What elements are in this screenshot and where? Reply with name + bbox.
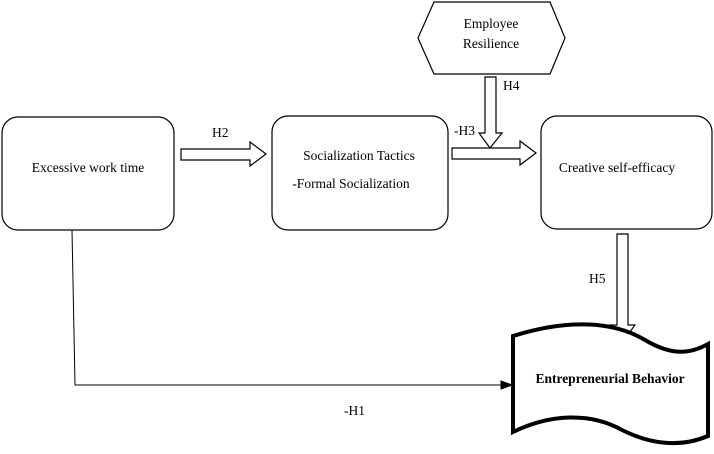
entrepreneurial-behavior-label: Entrepreneurial Behavior: [535, 371, 684, 386]
node-creative-self-efficacy: Creative self-efficacy: [540, 115, 713, 230]
h3-label: -H3: [454, 123, 475, 138]
node-socialization-tactics: Socialization Tactics -Formal Socializat…: [271, 115, 449, 231]
node-entrepreneurial-behavior: Entrepreneurial Behavior: [511, 322, 710, 446]
h3-arrow: [451, 139, 537, 167]
h5-label: H5: [589, 271, 606, 286]
h1-path: [71, 229, 514, 390]
excessive-work-time-box: [1, 116, 175, 231]
employee-resilience-hexagon: [417, 1, 566, 75]
entrepreneurial-behavior-banner: [511, 322, 710, 446]
excessive-work-time-label: Excessive work time: [32, 160, 144, 175]
h4-arrow: [477, 76, 504, 149]
employee-resilience-line2: Resilience: [463, 36, 519, 51]
employee-resilience-line1: Employee: [464, 16, 519, 31]
socialization-tactics-box: [271, 115, 449, 231]
creative-self-efficacy-label: Creative self-efficacy: [559, 160, 676, 175]
formal-socialization-label: -Formal Socialization: [292, 176, 410, 191]
h1-connector-line: [71, 229, 503, 386]
node-employee-resilience: Employee Resilience: [417, 1, 566, 75]
h2-label: H2: [212, 125, 229, 140]
h2-block-arrow: [180, 140, 267, 168]
socialization-tactics-title: Socialization Tactics: [303, 148, 415, 163]
creative-self-efficacy-box: [540, 115, 713, 230]
h2-arrow: [180, 140, 267, 168]
h4-label: H4: [503, 78, 520, 93]
node-excessive-work-time: Excessive work time: [1, 116, 175, 231]
h1-label: -H1: [344, 403, 365, 418]
h4-block-arrow: [477, 76, 504, 149]
h3-block-arrow: [451, 139, 537, 167]
h1-arrowhead: [500, 380, 514, 390]
